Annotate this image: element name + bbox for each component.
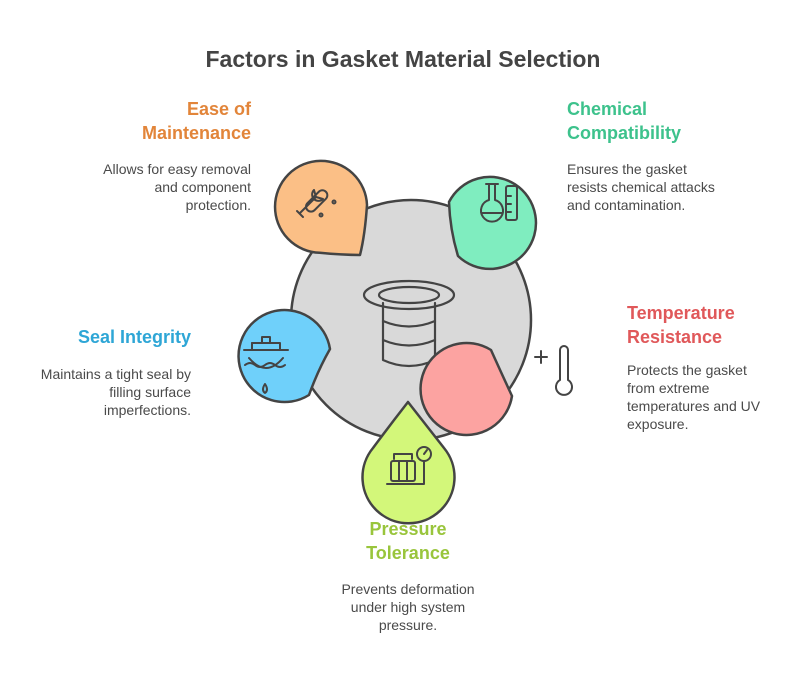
petal-chemical-compatibility: [447, 175, 538, 271]
factor-title-line: Seal Integrity: [77, 327, 191, 347]
desc-line: pressure.: [378, 617, 438, 633]
flask-icon: [480, 183, 518, 223]
petal-temperature-resistance: [419, 341, 573, 437]
factor-title-line: Temperature: [627, 303, 735, 323]
factor-title-line: Maintenance: [141, 123, 251, 143]
thermometer-icon: [534, 345, 573, 396]
desc-line: resists chemical attacks: [567, 179, 715, 195]
factor-desc-pressure-tolerance: Prevents deformation under high system p…: [308, 580, 508, 634]
tools-icon: [296, 189, 337, 218]
desc-line: Maintains a tight seal by: [40, 366, 191, 382]
desc-line: temperatures and UV: [627, 398, 761, 414]
factor-title-seal-integrity: Seal Integrity: [41, 325, 191, 349]
desc-line: and contamination.: [567, 197, 686, 213]
seal-drip-icon: [243, 336, 289, 394]
diagram-title: Factors in Gasket Material Selection: [205, 46, 601, 72]
factor-title-line: Resistance: [627, 327, 723, 347]
desc-line: exposure.: [627, 416, 689, 432]
factor-desc-chemical-compatibility: Ensures the gasket resists chemical atta…: [567, 160, 787, 214]
petal-ease-of-maintenance: [273, 159, 369, 257]
factor-desc-temperature-resistance: Protects the gasket from extreme tempera…: [627, 361, 797, 433]
desc-line: under high system: [350, 599, 466, 615]
factor-title-line: Chemical: [567, 99, 648, 119]
factor-desc-seal-integrity: Maintains a tight seal by filling surfac…: [11, 365, 191, 419]
desc-line: filling surface: [109, 384, 191, 400]
desc-line: Allows for easy removal: [103, 161, 251, 177]
desc-line: protection.: [185, 197, 251, 213]
desc-line: Prevents deformation: [341, 581, 475, 597]
desc-line: Protects the gasket: [627, 362, 747, 378]
factor-title-line: Compatibility: [567, 123, 682, 143]
factor-title-pressure-tolerance: Pressure Tolerance: [308, 517, 508, 565]
desc-line: imperfections.: [103, 402, 191, 418]
pressure-gauge-icon: [386, 446, 432, 485]
desc-line: from extreme: [627, 380, 710, 396]
factor-title-chemical-compatibility: Chemical Compatibility: [567, 97, 767, 145]
desc-line: and component: [154, 179, 251, 195]
factor-title-temperature-resistance: Temperature Resistance: [627, 301, 797, 349]
petal-seal-integrity: [237, 308, 332, 404]
factor-desc-ease-of-maintenance: Allows for easy removal and component pr…: [61, 160, 251, 214]
factor-title-line: Pressure: [369, 519, 447, 539]
desc-line: Ensures the gasket: [567, 161, 687, 177]
factor-title-ease-of-maintenance: Ease of Maintenance: [111, 97, 251, 145]
factor-title-line: Ease of: [186, 99, 251, 119]
petal-pressure-tolerance: [361, 400, 456, 525]
factor-title-line: Tolerance: [366, 543, 450, 563]
